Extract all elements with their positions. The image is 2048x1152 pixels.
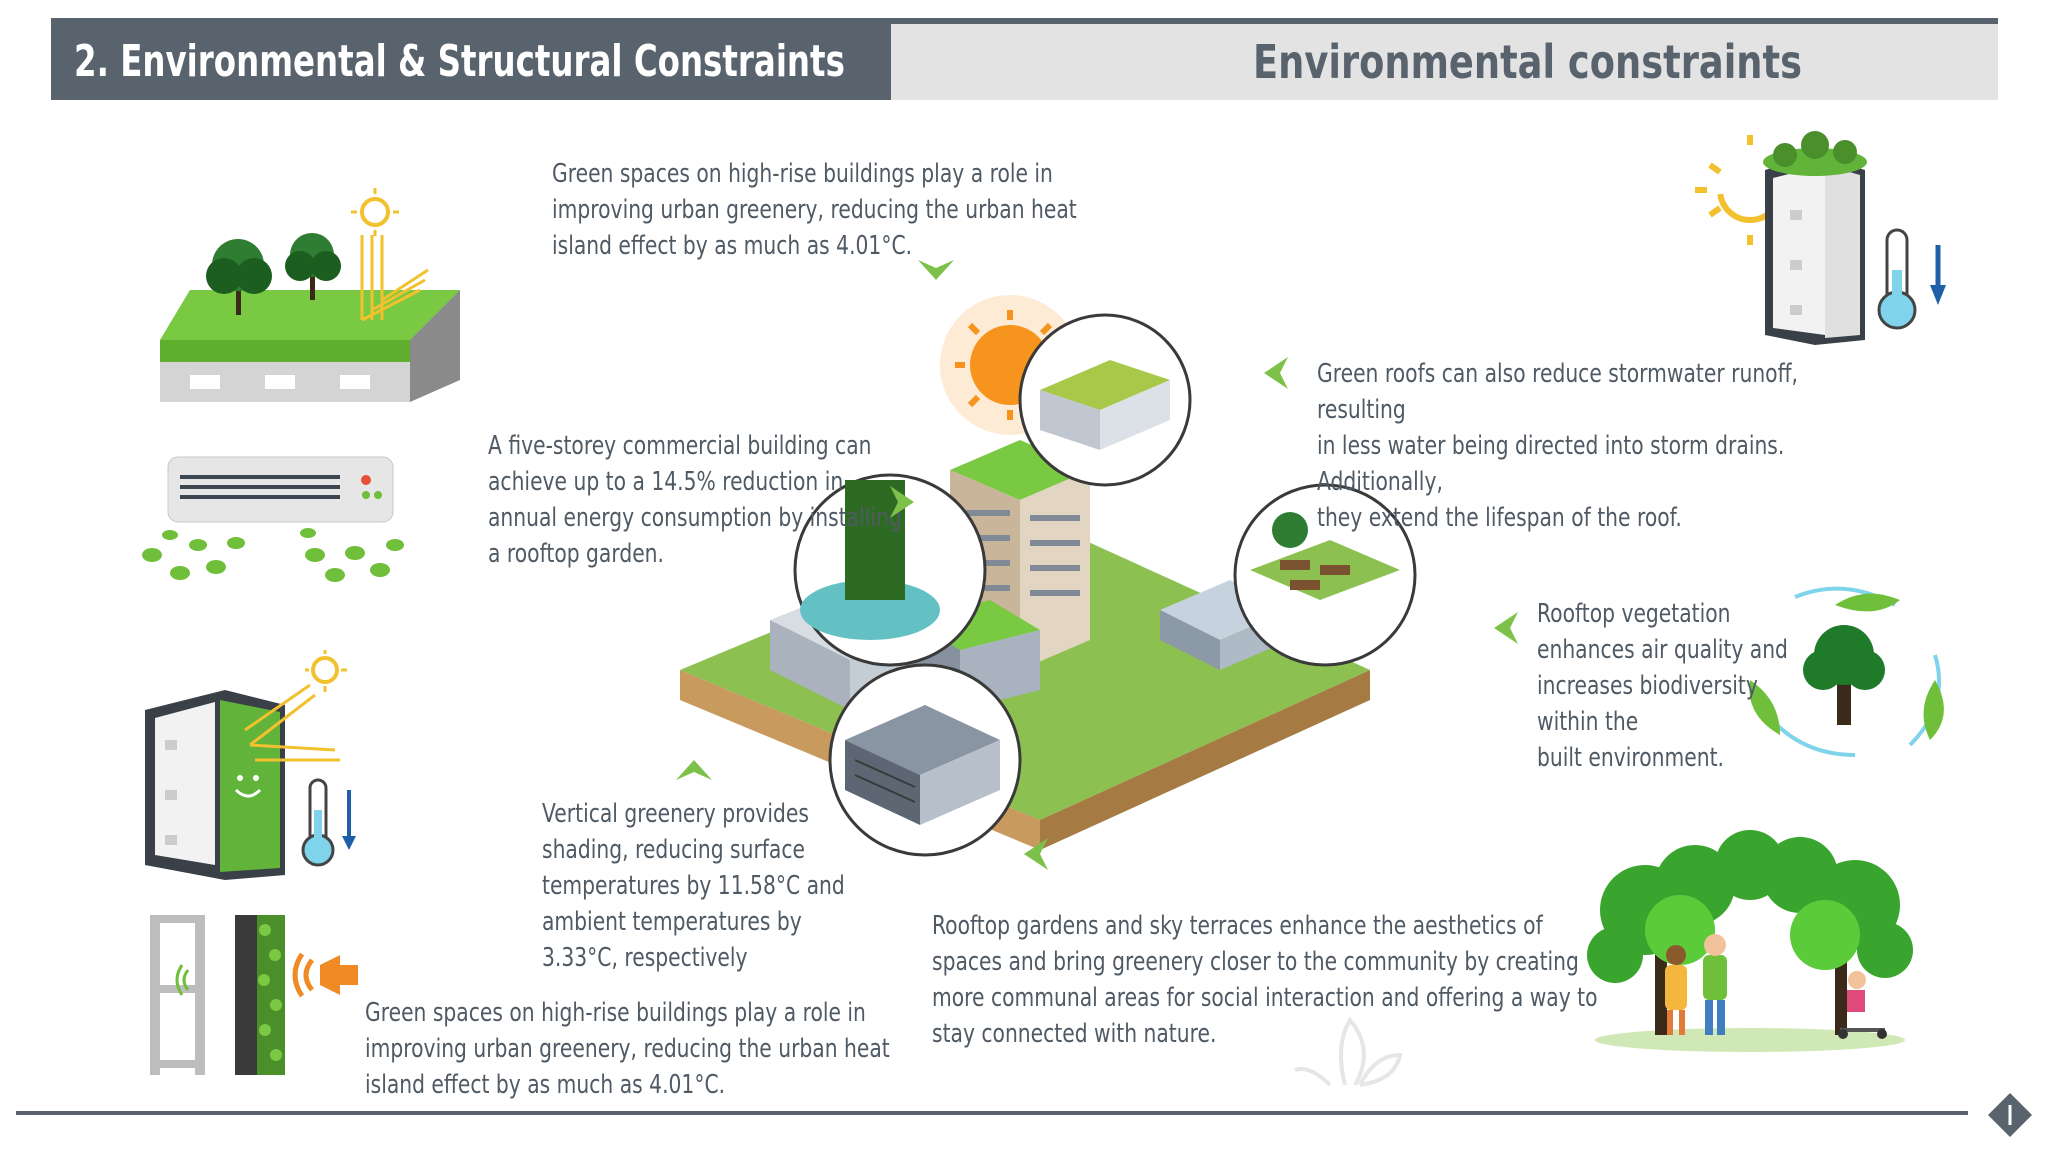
arrow-right-icon	[890, 486, 914, 518]
city-rooftops-illustration	[680, 295, 1417, 857]
text-stormwater: Green roofs can also reduce stormwater r…	[1317, 359, 1799, 533]
header-top-line	[51, 18, 1998, 25]
leaf-watermark-icon	[1294, 1016, 1403, 1087]
text-vertical-greenery: Vertical greenery provides shading, redu…	[542, 799, 845, 973]
header-light-band	[827, 24, 1998, 100]
arrow-up-icon	[676, 760, 712, 780]
arrow-left-icon	[1024, 838, 1048, 870]
green-wall-building-icon	[145, 650, 356, 880]
header-dark-band	[51, 24, 891, 100]
header-slant	[827, 24, 891, 100]
text-heat-island-bottom: Green spaces on high-rise buildings play…	[365, 998, 890, 1100]
noise-wall-icon	[150, 915, 358, 1075]
text-air-quality: Rooftop vegetation enhances air quality …	[1537, 599, 1788, 773]
arrow-down-icon	[918, 260, 954, 280]
page-title: 2. Environmental & Structural Constraint…	[74, 36, 845, 87]
rooftop-building-thermometer-icon	[1695, 131, 1946, 345]
tree-cycle-icon	[1749, 586, 1944, 757]
arrow-left-icon	[1264, 357, 1288, 389]
text-community: Rooftop gardens and sky terraces enhance…	[932, 911, 1598, 1049]
footer-line	[16, 1111, 1968, 1115]
green-roof-icon	[160, 188, 460, 402]
page-subtitle: Environmental constraints	[1253, 35, 1802, 89]
people-park-icon	[1587, 830, 1913, 1052]
text-heat-island-top: Green spaces on high-rise buildings play…	[552, 159, 1077, 261]
air-conditioner-icon	[142, 456, 404, 582]
page-marker-icon	[1988, 1093, 2032, 1137]
arrow-left-icon	[1494, 612, 1518, 644]
text-energy-reduction: A five-storey commercial building can ac…	[488, 431, 902, 569]
